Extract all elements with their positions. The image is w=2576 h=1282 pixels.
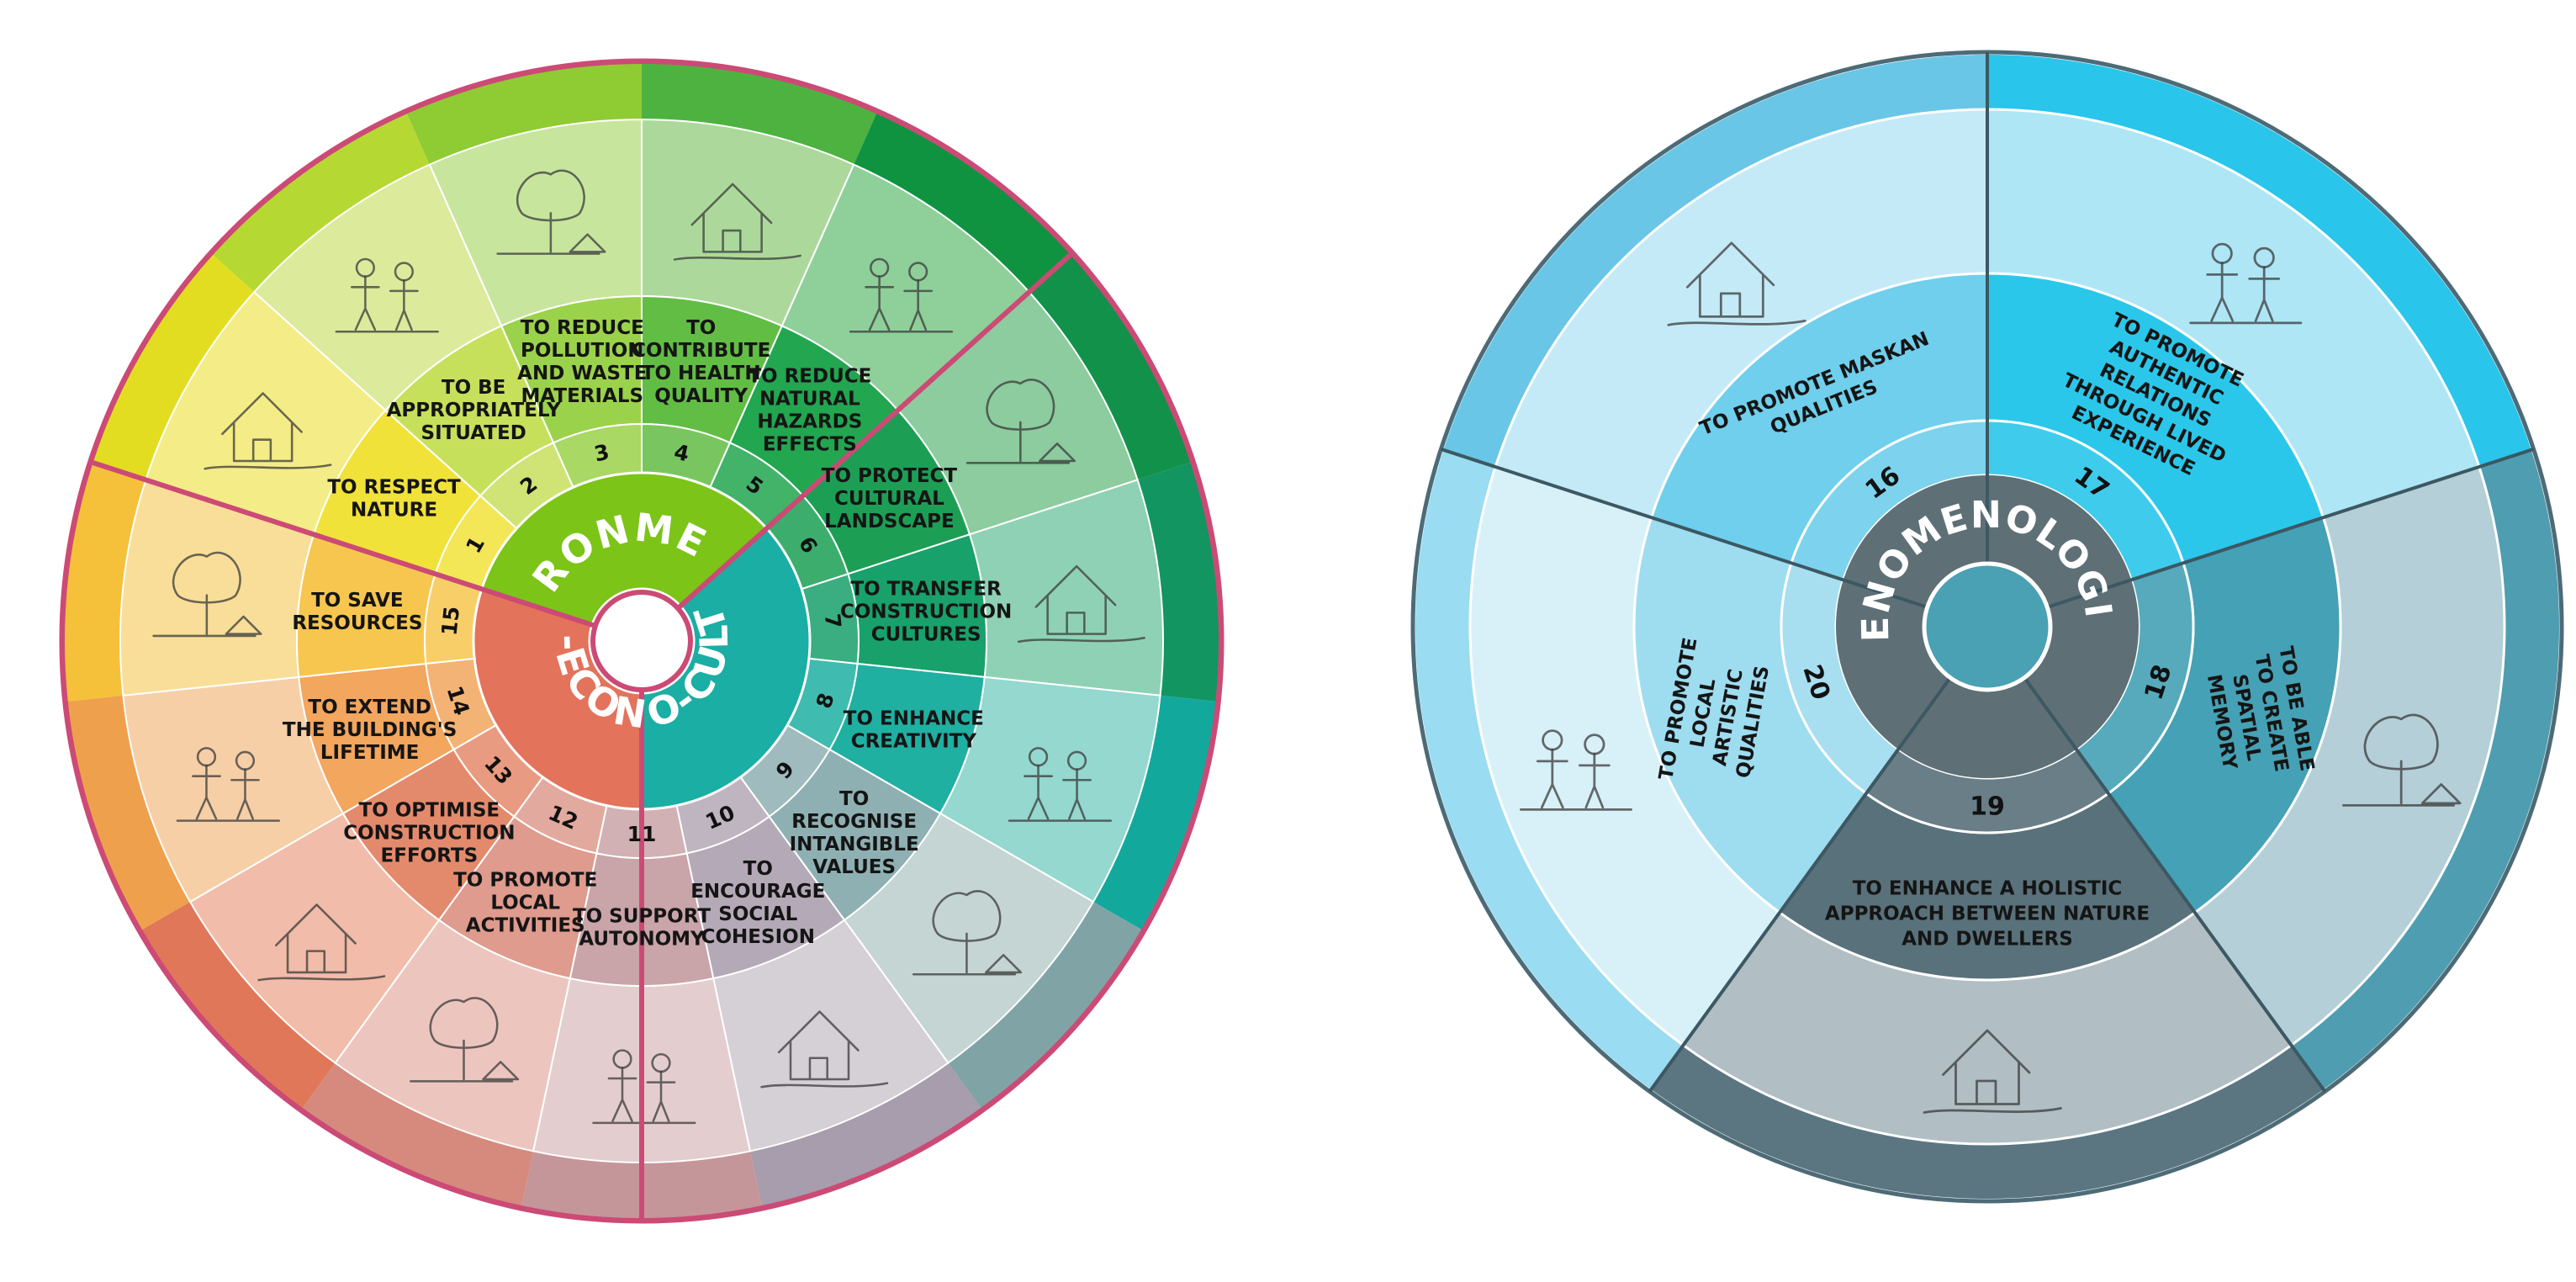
left-wheel-outer-ring	[119, 118, 1164, 1163]
sector-number-15: 15	[437, 605, 464, 637]
rim-segment-3	[406, 64, 642, 165]
rim-segment-7	[1137, 463, 1219, 702]
right-wheel-inner-ring	[1632, 272, 2342, 982]
illustration-7	[1017, 564, 1145, 644]
illustration-14	[176, 747, 280, 822]
illustration-12	[409, 997, 520, 1083]
left-wheel-number-ring	[424, 422, 860, 859]
illustration-19	[1923, 1029, 2062, 1114]
sector-divider	[2023, 676, 2327, 1093]
left-wheel-rim	[59, 58, 1225, 1224]
sector-number-11: 11	[627, 822, 657, 846]
rim-segment-6	[1029, 254, 1191, 480]
illustration-13	[257, 903, 386, 982]
sector-divider	[1440, 448, 1928, 609]
illustration-17	[2189, 242, 2303, 325]
illustration-4	[673, 183, 801, 261]
left-wheel-divider-lines	[89, 251, 1075, 1221]
rim-segment-14	[67, 695, 191, 930]
category-divider	[676, 251, 1075, 611]
rim-segment-2	[213, 114, 430, 293]
illustration-11	[592, 1049, 696, 1125]
category-divider	[89, 459, 596, 628]
sector-divider	[1648, 676, 1952, 1093]
illustration-16	[1667, 241, 1806, 326]
right-wheel-outer-ring	[1468, 108, 2506, 1146]
rim-segment-9	[948, 902, 1142, 1108]
illustration-15	[152, 551, 262, 638]
rim-segment-8	[1092, 695, 1216, 930]
category-socio_cultural	[640, 527, 812, 811]
right-wheel-divider-lines	[1440, 52, 2535, 1093]
left-wheel-category-ring	[472, 471, 812, 811]
left-wheel-inner-ring	[296, 294, 987, 987]
rim-segment-10	[749, 1062, 981, 1206]
illustration-1	[204, 392, 332, 470]
left-wheel-center-hole	[590, 590, 693, 692]
sector-number-7: 7	[820, 612, 846, 629]
rim-segment-4	[642, 64, 877, 165]
rim-segment-13	[141, 902, 336, 1108]
rim-segment-15	[65, 463, 146, 702]
illustration-10	[760, 1010, 889, 1089]
illustration-5	[849, 257, 954, 333]
right-wheel-center-hub	[1922, 561, 2053, 692]
category-socio_economic	[472, 587, 643, 811]
rim-segment-17	[1987, 55, 2531, 467]
category-environmental	[479, 471, 769, 627]
rim-segment-12	[302, 1062, 534, 1206]
sector-number-3: 3	[592, 440, 611, 467]
illustration-3	[496, 169, 606, 255]
sector-divider	[2046, 448, 2535, 609]
rim-segment-1	[93, 254, 255, 480]
rim-segment-5	[854, 114, 1071, 293]
rim-segment-19	[1651, 1045, 2324, 1200]
rim-segment-16	[1443, 55, 1987, 467]
sector-number-19: 19	[1970, 792, 2005, 822]
illustration-20	[1519, 729, 1632, 811]
illustration-2	[335, 257, 439, 333]
illustration-6	[965, 379, 1076, 464]
illustration-18	[2342, 713, 2462, 807]
sector-number-4: 4	[672, 440, 691, 467]
illustration-8	[1008, 747, 1113, 822]
illustration-9	[912, 890, 1023, 976]
